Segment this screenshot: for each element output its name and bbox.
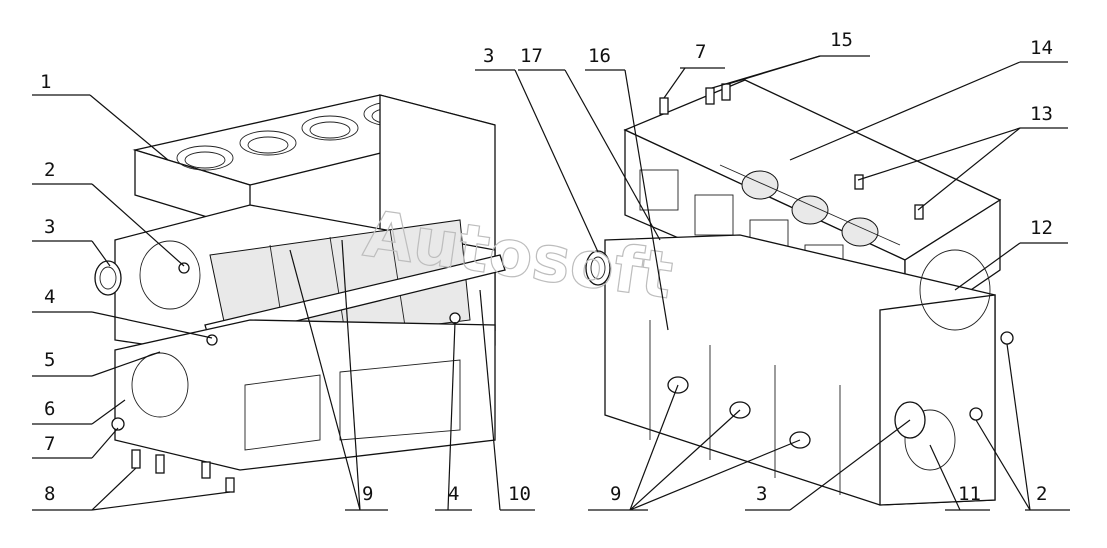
callout-leader-16 bbox=[624, 69, 669, 331]
callout-leader-4b bbox=[447, 321, 456, 511]
callout-leader-9c-right bbox=[629, 439, 801, 511]
callout-label-5: 5 bbox=[44, 349, 55, 371]
callout-label-4a: 4 bbox=[44, 286, 55, 308]
callout-label-16: 16 bbox=[588, 45, 611, 67]
left-engine-block bbox=[94, 94, 506, 493]
callout-label-17: 17 bbox=[520, 45, 543, 67]
callout-label-3b-right: 3 bbox=[756, 483, 767, 505]
callout-leader-13b bbox=[917, 127, 1021, 211]
callout-label-4b: 4 bbox=[448, 483, 459, 505]
callout-leader-9a-right bbox=[629, 384, 679, 511]
callout-label-10: 10 bbox=[508, 483, 531, 505]
callout-leader-6 bbox=[91, 399, 126, 425]
right-engine-block bbox=[585, 79, 1014, 506]
callout-leader-2a-right bbox=[1006, 343, 1031, 511]
callout-leader-3a-right bbox=[514, 69, 599, 253]
callout-leader-8a bbox=[91, 467, 137, 511]
callout-leader-1 bbox=[89, 94, 169, 161]
callout-leader-10 bbox=[479, 289, 501, 511]
callout-label-9-right: 9 bbox=[610, 483, 621, 505]
callout-label-14: 14 bbox=[1030, 37, 1053, 59]
right-callouts: 3 17 16 7 15 14 13 12 9 bbox=[475, 29, 1070, 511]
callout-leader-9b-right bbox=[629, 409, 741, 511]
callout-leader-7 bbox=[91, 427, 119, 459]
left-callouts: 1 2 3 4 5 6 7 8 9 4 bbox=[32, 71, 535, 511]
callout-label-2-right: 2 bbox=[1036, 483, 1047, 505]
callout-label-7-right: 7 bbox=[695, 41, 706, 63]
callout-leader-17 bbox=[564, 69, 661, 241]
callout-leader-12 bbox=[954, 242, 1021, 291]
callout-label-7: 7 bbox=[44, 433, 55, 455]
callout-label-13: 13 bbox=[1030, 103, 1053, 125]
callout-leader-14 bbox=[789, 61, 1021, 161]
callout-leader-3b-right bbox=[789, 419, 911, 511]
callout-label-3: 3 bbox=[44, 216, 55, 238]
callout-label-2: 2 bbox=[44, 159, 55, 181]
callout-leader-5 bbox=[91, 351, 161, 377]
callout-leader-8b bbox=[91, 491, 231, 511]
callout-label-8: 8 bbox=[44, 483, 55, 505]
callout-leader-3 bbox=[91, 240, 111, 267]
callout-leader-9b bbox=[341, 239, 361, 511]
callout-leader-2 bbox=[91, 183, 185, 267]
callout-label-1: 1 bbox=[40, 71, 51, 93]
callout-label-9: 9 bbox=[362, 483, 373, 505]
callout-label-6: 6 bbox=[44, 398, 55, 420]
callout-label-11: 11 bbox=[958, 483, 981, 505]
callout-leader-11 bbox=[929, 444, 961, 511]
callout-leader-2b-right bbox=[975, 419, 1031, 511]
callout-leader-9a bbox=[289, 249, 361, 511]
callout-leader-4a bbox=[91, 311, 213, 339]
callout-label-3a-right: 3 bbox=[483, 45, 494, 67]
callout-leader-15b bbox=[727, 55, 821, 85]
callout-label-15: 15 bbox=[830, 29, 853, 51]
callout-leader-13a bbox=[857, 127, 1021, 181]
callout-leader-7-right bbox=[663, 67, 686, 99]
callout-label-12: 12 bbox=[1030, 217, 1053, 239]
